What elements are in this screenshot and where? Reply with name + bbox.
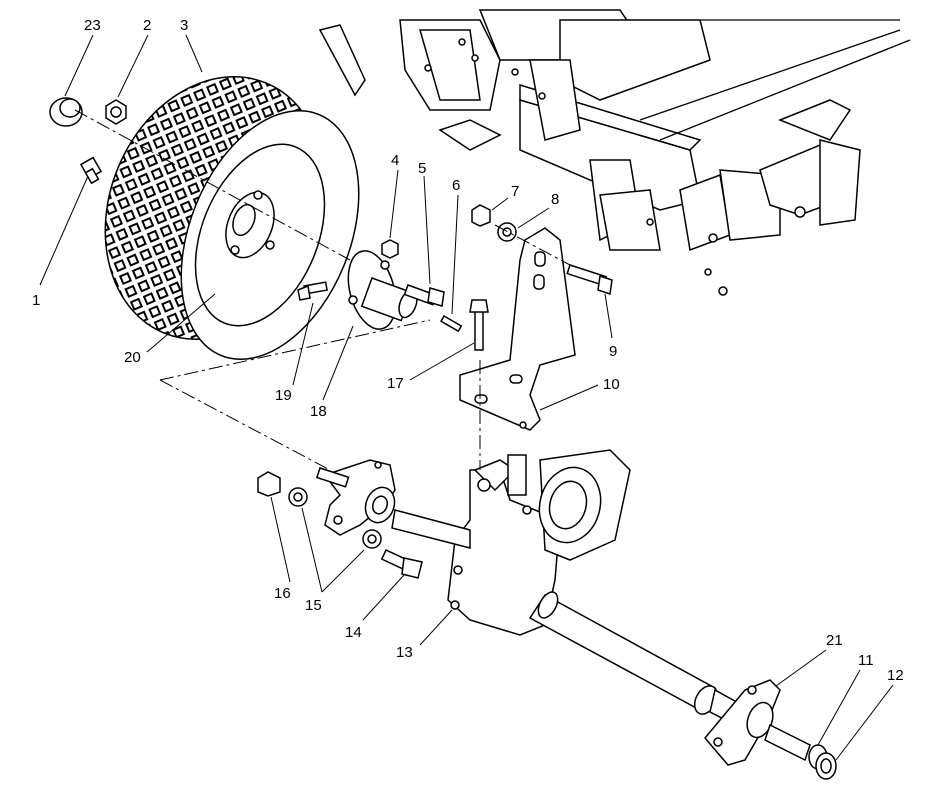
callout-19: 19 (275, 387, 292, 404)
bolt-5 (403, 284, 445, 307)
callout-5: 5 (418, 160, 426, 177)
leader-lines (39, 34, 894, 761)
callout-15: 15 (305, 597, 322, 614)
callout-23: 23 (84, 17, 101, 34)
callout-10: 10 (603, 376, 620, 393)
callout-labels: 23 2 3 1 4 5 6 7 8 9 10 17 20 19 18 16 1… (32, 17, 904, 684)
transmission (447, 449, 631, 636)
tractor-frame (318, 9, 911, 296)
callout-4: 4 (391, 152, 399, 169)
centerlines (74, 109, 571, 471)
callout-12: 12 (887, 667, 904, 684)
bolt-9 (566, 264, 613, 295)
callout-16: 16 (274, 585, 291, 602)
bolt-17 (469, 299, 489, 351)
callout-1: 1 (32, 292, 40, 309)
callout-18: 18 (310, 403, 327, 420)
valve-stem (79, 156, 103, 185)
nut-7 (471, 204, 491, 227)
axle (391, 509, 761, 737)
bolt-19 (297, 281, 328, 301)
wheel-rim (180, 110, 360, 360)
key-6 (439, 314, 463, 333)
lug-nut-2 (105, 99, 127, 125)
callout-7: 7 (511, 183, 519, 200)
callout-20: 20 (124, 349, 141, 366)
callout-3: 3 (180, 17, 188, 34)
callout-8: 8 (551, 191, 559, 208)
callout-21: 21 (826, 632, 843, 649)
nut-16 (257, 471, 281, 497)
washer-15b (362, 529, 382, 549)
ring-12 (815, 752, 837, 780)
callout-13: 13 (396, 644, 413, 661)
washer-8 (497, 222, 517, 242)
callout-17: 17 (387, 375, 404, 392)
callout-6: 6 (452, 177, 460, 194)
nut-4 (381, 239, 399, 259)
bearing-flange-right (704, 679, 781, 766)
callout-9: 9 (609, 343, 617, 360)
bolt-14 (380, 549, 423, 579)
callout-14: 14 (345, 624, 362, 641)
cap (49, 97, 83, 127)
bracket-10 (459, 227, 576, 431)
washer-15a (288, 487, 308, 507)
bearing-flange-left (315, 459, 396, 536)
shaft-end (764, 723, 811, 762)
callout-2: 2 (143, 17, 151, 34)
callout-11: 11 (858, 652, 874, 669)
